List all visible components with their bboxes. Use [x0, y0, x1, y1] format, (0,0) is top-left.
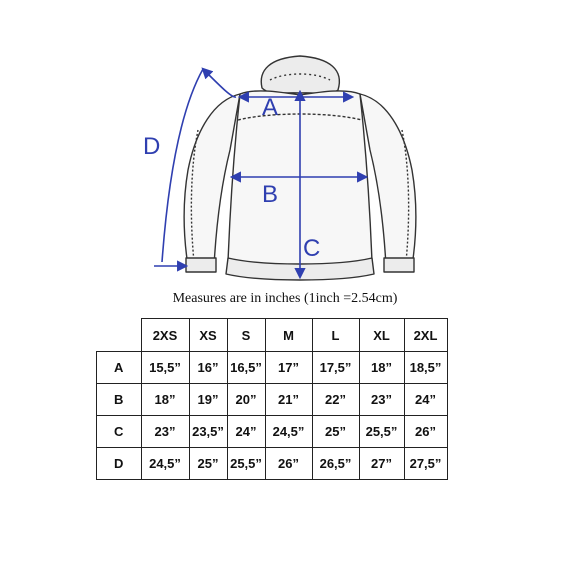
table-cell: 24,5”	[264, 415, 313, 448]
column-header-xs: XS	[188, 318, 228, 352]
column-header-l: L	[311, 318, 360, 352]
column-header-s: S	[226, 318, 266, 352]
table-cell: 25,5”	[226, 447, 266, 480]
jacket-measurement-diagram: A B C D	[143, 55, 417, 281]
table-cell: 22”	[311, 383, 360, 416]
row-label-b: B	[96, 383, 142, 416]
table-cell: 25”	[311, 415, 360, 448]
table-cell: 26,5”	[311, 447, 360, 480]
right-sleeve	[359, 93, 417, 267]
column-header-xl: XL	[358, 318, 405, 352]
table-cell: 15,5”	[140, 351, 190, 384]
measure-d-line	[201, 67, 237, 98]
table-cell: 25”	[188, 447, 228, 480]
measure-c-label: C	[303, 235, 320, 262]
table-cell: 18”	[358, 351, 405, 384]
table-cell: 23,5”	[188, 415, 228, 448]
table-corner-cell	[96, 318, 142, 352]
left-sleeve	[183, 93, 241, 267]
table-cell: 16,5”	[226, 351, 266, 384]
table-cell: 20”	[226, 383, 266, 416]
measure-a-label: A	[262, 94, 278, 121]
units-caption: Measures are in inches (1inch =2.54cm)	[172, 291, 398, 306]
row-label-c: C	[96, 415, 142, 448]
table-cell: 19”	[188, 383, 228, 416]
table-cell: 21”	[264, 383, 313, 416]
table-cell: 24,5”	[140, 447, 190, 480]
measurement-lines	[154, 67, 369, 280]
table-cell: 27,5”	[403, 447, 448, 480]
table-cell: 26”	[403, 415, 448, 448]
table-cell: 17,5”	[311, 351, 360, 384]
table-cell: 18”	[140, 383, 190, 416]
table-row: C 23” 23,5” 24” 24,5” 25” 25,5” 26”	[96, 415, 448, 448]
column-header-2xl: 2XL	[403, 318, 448, 352]
table-cell: 23”	[358, 383, 405, 416]
column-header-m: M	[264, 318, 313, 352]
size-chart-table: 2XS XS S M L XL 2XL A 15,5” 16” 16,5” 17…	[96, 318, 448, 480]
table-row: D 24,5” 25” 25,5” 26” 26,5” 27” 27,5”	[96, 447, 448, 480]
table-row: A 15,5” 16” 16,5” 17” 17,5” 18” 18,5”	[96, 351, 448, 384]
column-header-2xs: 2XS	[140, 318, 190, 352]
measure-d-label: D	[143, 133, 160, 160]
table-cell: 23”	[140, 415, 190, 448]
table-cell: 18,5”	[403, 351, 448, 384]
table-row: B 18” 19” 20” 21” 22” 23” 24”	[96, 383, 448, 416]
left-cuff	[185, 257, 217, 273]
measure-b-label: B	[262, 181, 278, 208]
table-cell: 24”	[403, 383, 448, 416]
table-cell: 16”	[188, 351, 228, 384]
table-cell: 24”	[226, 415, 266, 448]
row-label-a: A	[96, 351, 142, 384]
table-cell: 25,5”	[358, 415, 405, 448]
right-cuff	[383, 257, 415, 273]
row-label-d: D	[96, 447, 142, 480]
table-cell: 26”	[264, 447, 313, 480]
table-cell: 27”	[358, 447, 405, 480]
table-header-row: 2XS XS S M L XL 2XL	[96, 318, 448, 352]
table-cell: 17”	[264, 351, 313, 384]
